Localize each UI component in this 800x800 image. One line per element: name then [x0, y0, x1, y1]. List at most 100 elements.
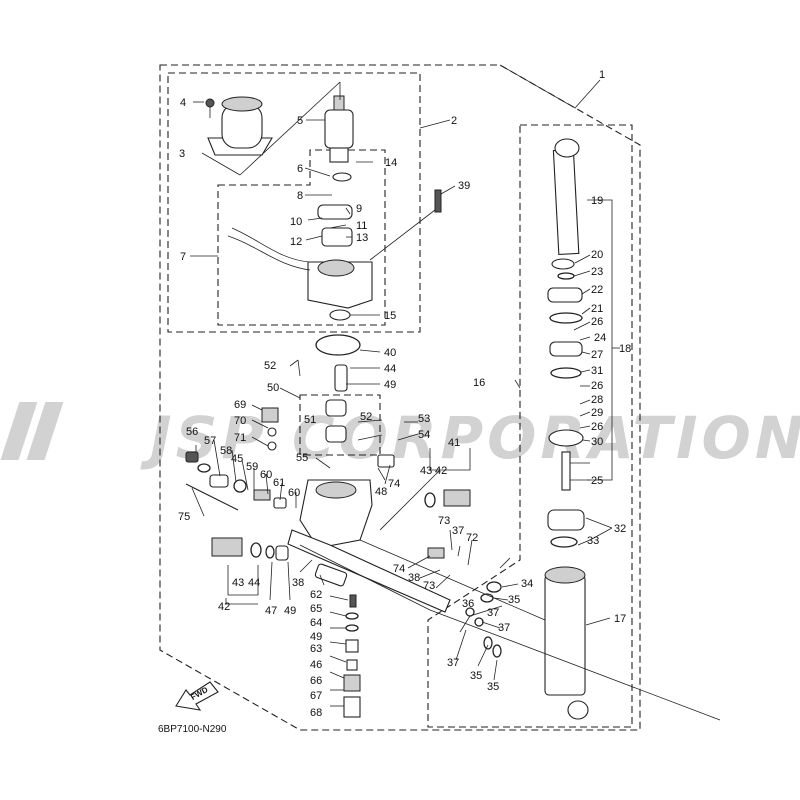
callout-label: 71 — [234, 432, 246, 444]
callout-label: 26 — [591, 316, 603, 328]
callout-label: 37 — [452, 525, 464, 537]
callout-label: 25 — [591, 475, 603, 487]
callout-label: 44 — [384, 363, 396, 375]
callout-label: 65 — [310, 603, 322, 615]
callout-label: 56 — [186, 426, 198, 438]
callout-label: 13 — [356, 232, 368, 244]
callout-label: 54 — [418, 429, 430, 441]
callout-label: 49 — [310, 631, 322, 643]
callout-label: 21 — [591, 303, 603, 315]
callout-label: 47 — [265, 605, 277, 617]
callout-label: 22 — [591, 284, 603, 296]
callout-label: 6 — [297, 163, 303, 175]
callout-label: 32 — [614, 523, 626, 535]
callout-label: 58 — [220, 445, 232, 457]
pump-body-parts — [185, 334, 721, 721]
callout-label: 67 — [310, 690, 322, 702]
callout-label: 53 — [418, 413, 430, 425]
callout-label: 37 — [498, 622, 510, 634]
cylinder-parts — [544, 138, 589, 720]
callout-label: 41 — [448, 437, 460, 449]
diagram-code: 6BP7100-N290 — [158, 724, 227, 735]
callout-label: 43 — [420, 465, 432, 477]
callout-labels: 1 2 3 4 5 6 7 8 9 10 11 12 13 14 15 16 1… — [178, 69, 631, 719]
callout-label: 1 — [599, 69, 605, 81]
callout-label: 16 — [473, 377, 485, 389]
callout-label: 50 — [267, 382, 279, 394]
callout-label: 20 — [591, 249, 603, 261]
callout-label: 36 — [462, 598, 474, 610]
callout-label: 26 — [591, 380, 603, 392]
callout-label: 37 — [487, 607, 499, 619]
callout-label: 15 — [384, 310, 396, 322]
callout-label: 42 — [435, 465, 447, 477]
callout-label: 64 — [310, 617, 322, 629]
callout-label: 39 — [458, 180, 470, 192]
callout-label: 34 — [521, 578, 533, 590]
tilt-motor-parts — [205, 95, 442, 321]
callout-label: 19 — [591, 195, 603, 207]
callout-label: 72 — [466, 532, 478, 544]
callout-label: 35 — [470, 670, 482, 682]
callout-label: 9 — [356, 203, 362, 215]
callout-label: 55 — [296, 452, 308, 464]
callout-label: 73 — [423, 580, 435, 592]
callout-label: 18 — [619, 343, 631, 355]
callout-label: 33 — [587, 535, 599, 547]
callout-label: 10 — [290, 216, 302, 228]
callout-label: 42 — [218, 601, 230, 613]
callout-label: 45 — [231, 453, 243, 465]
callout-label: 60 — [288, 487, 300, 499]
callout-label: 7 — [180, 251, 186, 263]
callout-label: 8 — [297, 190, 303, 202]
callout-label: 66 — [310, 675, 322, 687]
callout-label: 38 — [292, 577, 304, 589]
callout-label: 37 — [447, 657, 459, 669]
callout-label: 49 — [284, 605, 296, 617]
leader-lines — [190, 64, 620, 707]
callout-label: 44 — [248, 577, 260, 589]
callout-label: 28 — [591, 394, 603, 406]
callout-label: 31 — [591, 365, 603, 377]
motor-base-subgroup-boundary — [217, 149, 386, 326]
callout-label: 4 — [180, 97, 186, 109]
callout-label: 48 — [375, 486, 387, 498]
callout-label: 26 — [591, 421, 603, 433]
callout-label: 2 — [451, 115, 457, 127]
callout-label: 73 — [438, 515, 450, 527]
callout-label: 69 — [234, 399, 246, 411]
callout-label: 63 — [310, 643, 322, 655]
callout-label: 51 — [304, 414, 316, 426]
callout-label: 29 — [591, 407, 603, 419]
cylinder-group-boundary — [427, 124, 633, 728]
callout-label: 30 — [591, 436, 603, 448]
callout-label: 23 — [591, 266, 603, 278]
outer-boundary — [159, 64, 641, 731]
callout-label: 61 — [273, 477, 285, 489]
callout-label: 35 — [487, 681, 499, 693]
callout-label: 68 — [310, 707, 322, 719]
callout-label: 38 — [408, 572, 420, 584]
callout-label: 74 — [388, 478, 400, 490]
callout-label: 60 — [260, 469, 272, 481]
callout-label: 52 — [360, 411, 372, 423]
callout-label: 46 — [310, 659, 322, 671]
callout-label: 12 — [290, 236, 302, 248]
callout-label: 59 — [246, 461, 258, 473]
callout-label: 57 — [204, 435, 216, 447]
callout-label: 14 — [385, 157, 397, 169]
callout-label: 74 — [393, 563, 405, 575]
callout-label: 40 — [384, 347, 396, 359]
callout-label: 35 — [508, 594, 520, 606]
callout-label: 11 — [356, 220, 367, 232]
callout-label: 17 — [614, 613, 626, 625]
callout-label: 75 — [178, 511, 190, 523]
callout-label: 43 — [232, 577, 244, 589]
callout-label: 70 — [234, 415, 246, 427]
watermark: JSP CORPORATION — [0, 402, 800, 472]
callout-label: 3 — [179, 148, 185, 160]
callout-label: 52 — [264, 360, 276, 372]
callout-label: 49 — [384, 379, 396, 391]
fwd-arrow-icon: FWD — [175, 681, 219, 711]
